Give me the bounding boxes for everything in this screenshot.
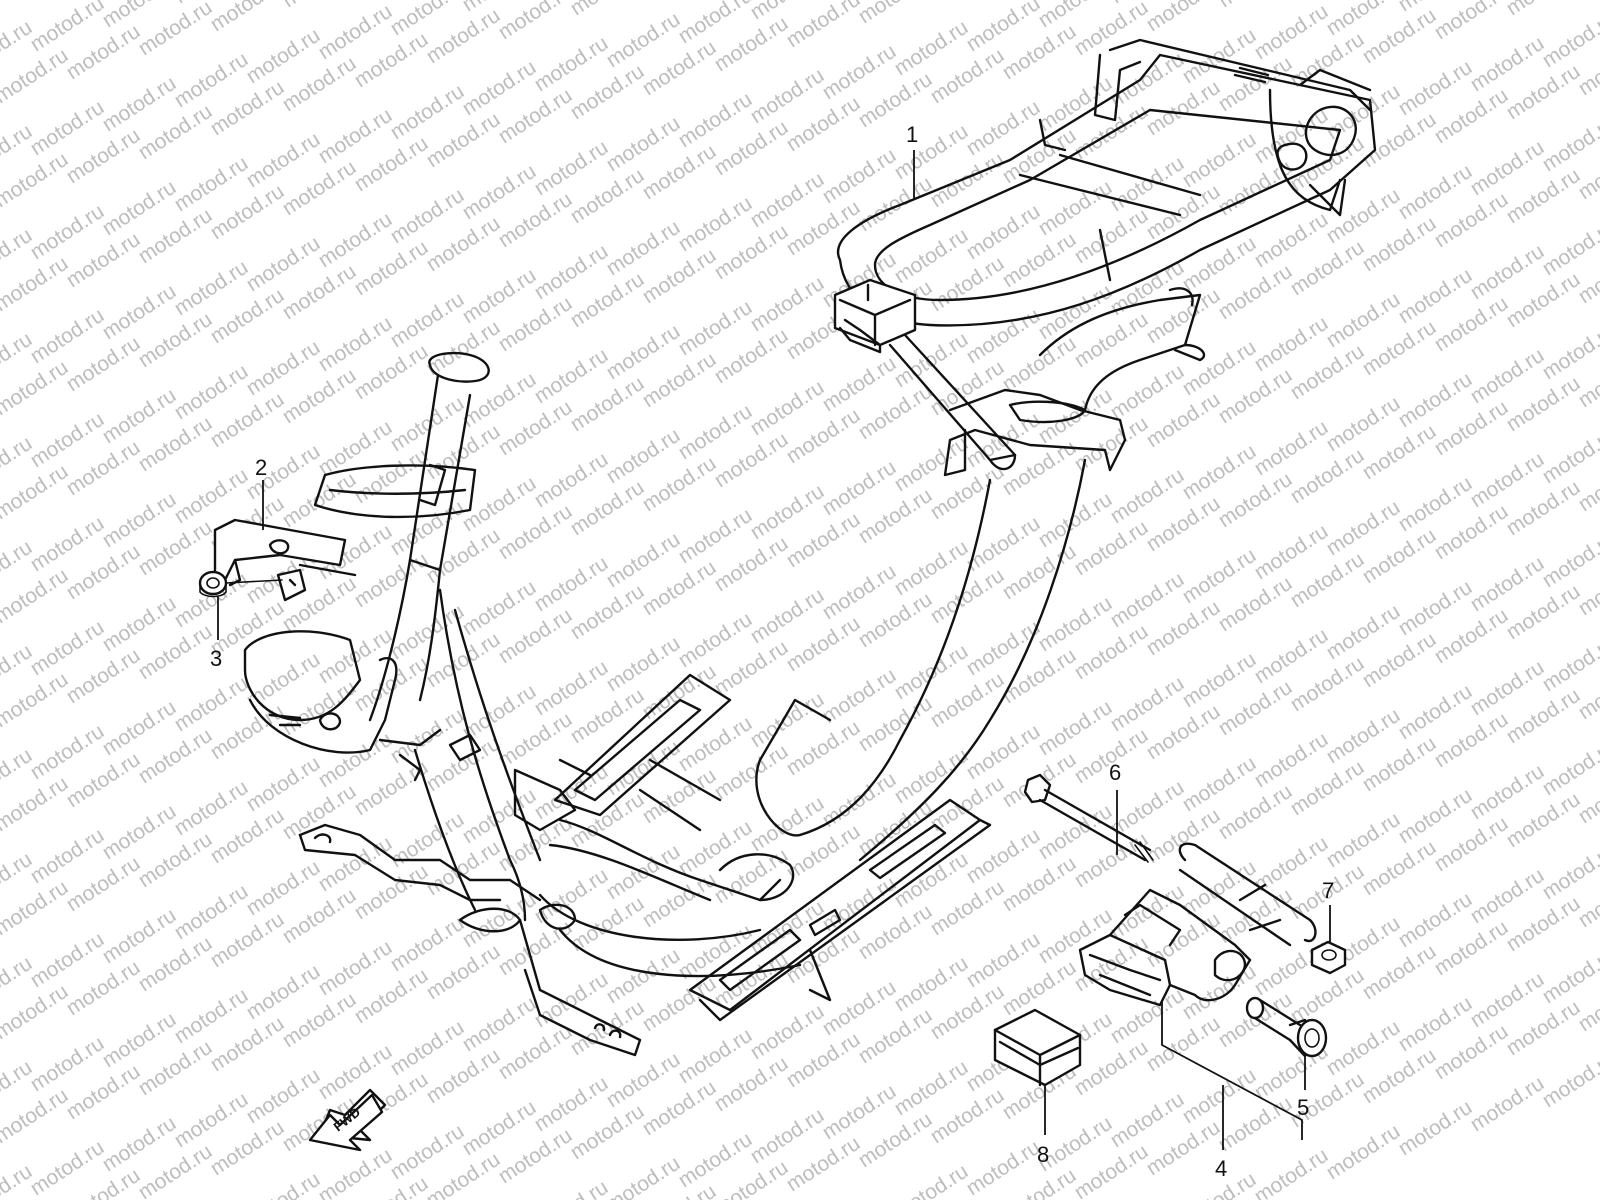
- callout-1: 1: [906, 122, 918, 147]
- part-5-collar-bolt: [1245, 996, 1328, 1058]
- watermark-text: motod.ru: [854, 0, 936, 28]
- watermark-text: motod.ru: [566, 0, 648, 20]
- frame-body: [213, 38, 1377, 1057]
- watermark-text: motod.ru: [1142, 0, 1224, 36]
- part-7-nut: [1310, 940, 1347, 975]
- watermark-text: motod.ru: [602, 1152, 684, 1200]
- watermark-text: motod.ru: [1538, 1048, 1600, 1112]
- watermark-text: motod.ru: [1502, 0, 1584, 20]
- callout-2: 2: [255, 455, 267, 480]
- watermark-text: motod.ru: [0, 0, 72, 4]
- watermark-text: motod.ru: [1394, 1096, 1476, 1160]
- watermark-text: motod.ru: [278, 0, 360, 12]
- callout-5: 5: [1297, 1095, 1309, 1120]
- callout-3: 3: [210, 646, 222, 671]
- callout-8: 8: [1037, 1142, 1049, 1167]
- part-4-hanger-bracket: [1078, 842, 1317, 1007]
- watermark-text: motod.ru: [1214, 0, 1296, 12]
- callouts: 1 2 3 4 5 6 7 8: [210, 122, 1334, 1181]
- watermark-text: motod.ru: [1250, 1144, 1332, 1200]
- callout-7: 7: [1322, 878, 1334, 903]
- watermark-text: motod.ru: [890, 1160, 972, 1200]
- watermark-text: motod.ru: [494, 0, 576, 44]
- watermark-text: motod.ru: [782, 0, 864, 52]
- part-8-cushion: [993, 1008, 1082, 1087]
- watermark-text: motod.ru: [1322, 1120, 1404, 1184]
- fwd-arrow: FWD: [308, 1088, 387, 1152]
- watermark-text: motod.ru: [242, 1168, 324, 1200]
- watermark-text: motod.ru: [926, 0, 1008, 4]
- watermark-text: motod.ru: [206, 0, 288, 36]
- part-6-bolt: [1023, 773, 1154, 863]
- watermark-text: motod.ru: [134, 0, 216, 60]
- watermark-text: motod.ru: [1430, 0, 1512, 44]
- watermark-text: motod.ru: [1070, 0, 1152, 60]
- watermark-text: motod.ru: [1466, 1072, 1548, 1136]
- watermark-text: motod.ru: [530, 1176, 612, 1200]
- callout-4: 4: [1215, 1156, 1227, 1181]
- watermark-text: motod.ru: [314, 1144, 396, 1200]
- callout-6: 6: [1109, 760, 1121, 785]
- part-3-nut: [198, 570, 283, 598]
